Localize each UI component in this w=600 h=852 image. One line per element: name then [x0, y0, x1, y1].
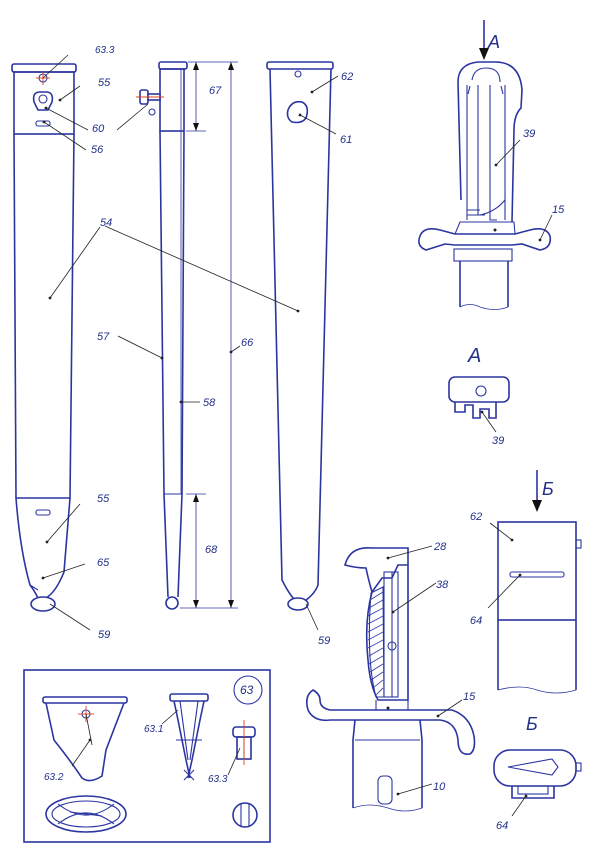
label-61: 61	[340, 134, 352, 146]
label-39-top: 39	[523, 128, 535, 140]
label-54: 54	[100, 217, 112, 229]
label-64-section: 64	[470, 615, 482, 627]
scabbard-back-view	[266, 61, 334, 611]
label-57: 57	[97, 331, 110, 343]
label-28: 28	[433, 541, 447, 553]
label-64-view-b: 64	[496, 820, 508, 832]
label-62-section: 62	[470, 511, 482, 523]
label-63-3-top: 63.3	[95, 45, 115, 56]
scabbard-front-view	[11, 63, 77, 612]
view-letter-a: А	[467, 345, 481, 367]
label-15-hilt: 15	[463, 691, 476, 703]
label-63-circle: 63	[240, 683, 254, 697]
label-39-view-a: 39	[492, 435, 504, 447]
view-a-detail	[448, 376, 510, 419]
label-66: 66	[241, 337, 254, 349]
label-62-top: 62	[341, 71, 353, 83]
view-letter-b: Б	[526, 714, 538, 734]
label-59-left: 59	[98, 629, 110, 641]
label-63-3-detail: 63.3	[208, 774, 228, 785]
label-55-top: 55	[98, 77, 111, 89]
label-10: 10	[433, 781, 446, 793]
view-letter-arrow-b: Б	[542, 479, 554, 499]
label-58: 58	[203, 397, 216, 409]
label-55-bottom: 55	[97, 493, 110, 505]
view-b-detail	[493, 749, 582, 799]
label-67: 67	[209, 85, 222, 97]
label-63-2: 63.2	[44, 772, 64, 783]
label-56: 56	[91, 144, 104, 156]
label-59-right: 59	[318, 635, 330, 647]
label-38: 38	[436, 579, 449, 591]
label-68: 68	[205, 544, 218, 556]
hilt-side-view	[306, 547, 476, 812]
label-65: 65	[97, 557, 110, 569]
label-63-1: 63.1	[144, 724, 163, 735]
scabbard-side-view	[136, 61, 238, 610]
label-60: 60	[92, 123, 105, 135]
label-15-top: 15	[552, 204, 565, 216]
detail-box-63	[23, 669, 271, 843]
hilt-back-view	[418, 20, 552, 310]
view-letter-arrow-a: А	[487, 32, 500, 52]
view-letters: А А Б Б	[467, 32, 554, 734]
part-labels: 63.3 55 60 56 54 55 65 59 67 57 58 66 68…	[44, 45, 565, 832]
leader-lines	[41, 54, 553, 817]
section-b-view	[497, 470, 582, 694]
